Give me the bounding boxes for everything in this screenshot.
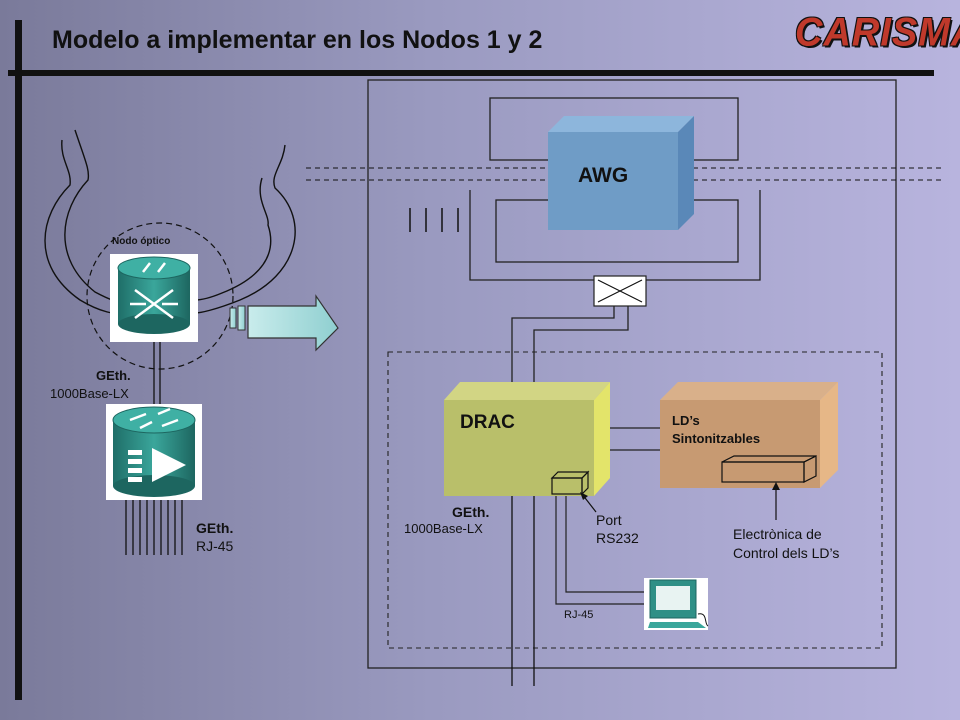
rj45-label: RJ-45	[564, 609, 594, 621]
port-label-line1: Port	[596, 512, 622, 528]
fiber-ticks	[409, 208, 459, 232]
rj45-lines	[125, 500, 183, 555]
geth-top-name: GEth.	[96, 368, 131, 383]
electronics-label-line2: Control dels LD’s	[733, 545, 840, 561]
switch-to-drac-lines	[511, 306, 629, 384]
zoom-arrow-icon	[229, 294, 339, 352]
page-title: Modelo a implementar en los Nodos 1 y 2	[52, 26, 543, 54]
geth-bottom-type: RJ-45	[196, 538, 234, 554]
drac-geth-type: 1000Base-LX	[404, 521, 483, 536]
optical-switch-icon	[110, 254, 198, 342]
awg-label: AWG	[578, 164, 629, 187]
router-icon	[106, 404, 202, 500]
electronics-label-line1: Electrònica de	[733, 526, 822, 542]
drac-box	[444, 382, 610, 496]
frame-lines	[8, 20, 934, 700]
lds-label-line1: LD’s	[672, 413, 700, 428]
carisma-logo: CARISMA	[795, 10, 960, 56]
node-label: Nodo óptico	[112, 236, 171, 247]
drac-label: DRAC	[460, 412, 515, 433]
geth-bottom-name: GEth.	[196, 520, 234, 536]
port-label-line2: RS232	[596, 530, 639, 546]
drac-pc-lines	[555, 496, 648, 605]
drac-dashed-area	[387, 351, 883, 649]
drac-lds-links	[610, 427, 660, 451]
lds-label-line2: Sintonitzables	[672, 431, 761, 446]
drac-geth-lines	[511, 496, 535, 686]
ld-control-board-icon	[721, 455, 817, 483]
node-detail-frame	[367, 79, 897, 669]
lds-box	[660, 382, 838, 488]
geth-top-type: 1000Base-LX	[50, 386, 129, 401]
rs232-port-icon	[550, 470, 590, 496]
awg-box	[548, 116, 694, 230]
optical-cross-switch	[593, 275, 647, 307]
pc-icon	[644, 578, 709, 630]
drac-geth-name: GEth.	[452, 504, 490, 520]
